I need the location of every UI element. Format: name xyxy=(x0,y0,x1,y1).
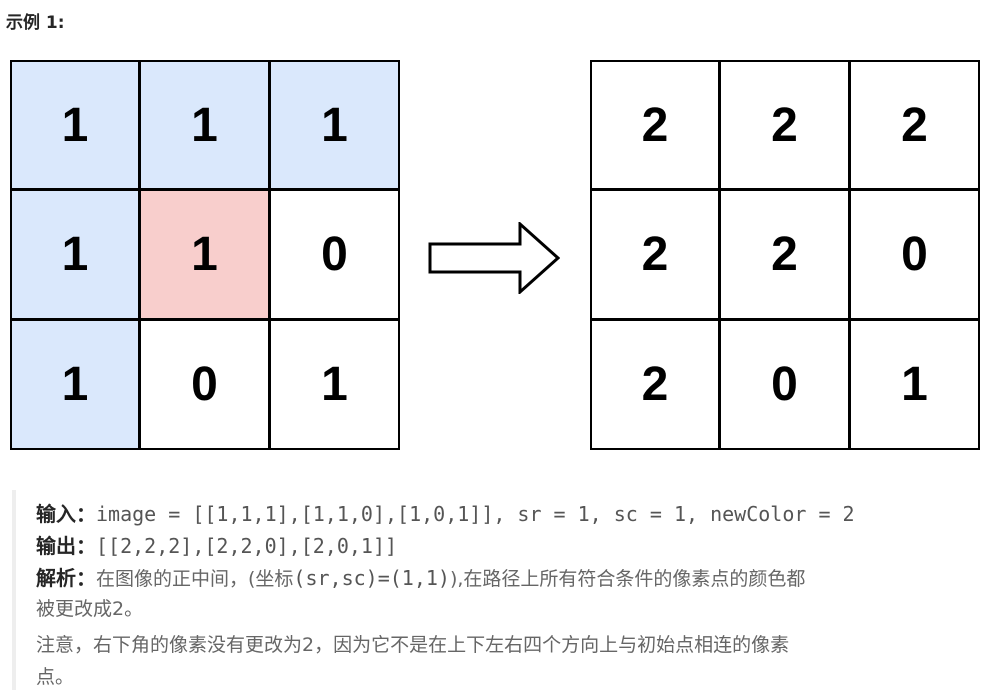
analysis-line: 解析：在图像的正中间，(坐标(sr,sc)=(1,1)),在路径上所有符合条件的… xyxy=(36,562,805,591)
output-grid: 2 2 2 2 2 0 2 0 1 xyxy=(590,60,980,450)
grid-cell: 0 xyxy=(849,189,980,320)
grid-cell: 0 xyxy=(139,319,270,450)
grid-cell: 0 xyxy=(719,319,850,450)
example-title: 示例 1: xyxy=(6,13,65,33)
blockquote-bar xyxy=(12,490,16,690)
grid-cell: 1 xyxy=(269,319,400,450)
grid-cell: 1 xyxy=(10,319,140,450)
input-line: 输入：image = [[1,1,1],[1,1,0],[1,0,1]], sr… xyxy=(36,498,855,527)
input-label: 输入： xyxy=(36,502,96,526)
grid-cell: 1 xyxy=(139,60,270,190)
analysis-text-c: ),在路径上所有符合条件的像素点的颜色都 xyxy=(449,568,806,590)
grid-cell: 2 xyxy=(590,319,720,450)
grid-cell: 2 xyxy=(719,189,850,320)
analysis-text-a: 在图像的正中间，(坐标 xyxy=(96,568,294,590)
analysis-coordinates: (sr,sc)=(1,1) xyxy=(293,566,450,590)
right-arrow-icon xyxy=(428,222,560,294)
analysis-text-2: 被更改成2。 xyxy=(36,598,144,620)
grid-cell: 1 xyxy=(10,189,140,320)
note-line: 注意，右下角的像素没有更改为2，因为它不是在上下左右四个方向上与初始点相连的像素 xyxy=(36,630,789,657)
note-text-2: 点。 xyxy=(36,666,75,688)
grid-cell: 2 xyxy=(590,189,720,320)
grid-cell: 2 xyxy=(849,60,980,190)
grid-cell: 2 xyxy=(719,60,850,190)
note-line-2: 点。 xyxy=(36,662,74,689)
explanation-block: 输入：image = [[1,1,1],[1,1,0],[1,0,1]], sr… xyxy=(0,490,991,690)
grid-cell: 1 xyxy=(139,189,270,320)
grid-cell: 1 xyxy=(10,60,140,190)
grid-cell: 0 xyxy=(269,189,400,320)
grid-cell: 2 xyxy=(590,60,720,190)
grid-cell: 1 xyxy=(269,60,400,190)
output-label: 输出： xyxy=(36,534,96,558)
output-value: [[2,2,2],[2,2,0],[2,0,1]] xyxy=(96,534,398,558)
input-grid: 1 1 1 1 1 0 1 0 1 xyxy=(10,60,400,450)
note-text-1: 注意，右下角的像素没有更改为2，因为它不是在上下左右四个方向上与初始点相连的像素 xyxy=(36,634,790,656)
analysis-label: 解析： xyxy=(36,566,96,590)
output-line: 输出：[[2,2,2],[2,2,0],[2,0,1]] xyxy=(36,530,397,559)
analysis-line-2: 被更改成2。 xyxy=(36,594,143,621)
input-value: image = [[1,1,1],[1,1,0],[1,0,1]], sr = … xyxy=(96,502,855,526)
grid-cell: 1 xyxy=(849,319,980,450)
